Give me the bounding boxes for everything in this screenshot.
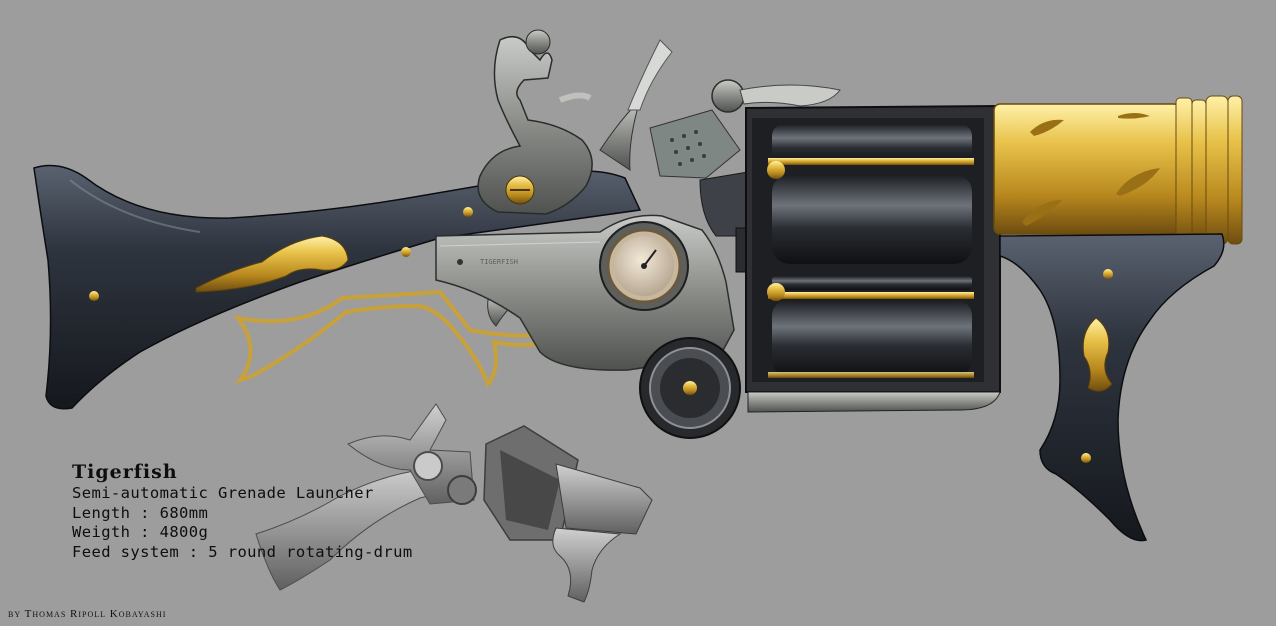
weapon-name: Tigerfish bbox=[72, 461, 178, 483]
grip-ornament bbox=[1082, 317, 1113, 392]
secondary-view-sketch bbox=[255, 403, 653, 603]
stock bbox=[33, 164, 642, 410]
svg-text:TIGERFISH: TIGERFISH bbox=[480, 258, 518, 266]
weapon-length: Length : 680mm bbox=[72, 503, 209, 522]
brass-muzzle bbox=[993, 95, 1243, 245]
front-grip bbox=[999, 233, 1225, 542]
weapon-specs: Tigerfish Semi-automatic Grenade Launche… bbox=[72, 460, 413, 562]
crank-wheel bbox=[639, 337, 741, 439]
stock-ornament bbox=[195, 235, 349, 293]
trigger-guard bbox=[233, 289, 638, 388]
pressure-gauge bbox=[599, 221, 689, 311]
weapon-feed-system: Feed system : 5 round rotating-drum bbox=[72, 542, 413, 561]
weapon-weight: Weigth : 4800g bbox=[72, 523, 209, 541]
main-weapon: TIGERFISH bbox=[33, 29, 1243, 542]
weapon-type: Semi-automatic Grenade Launcher bbox=[72, 484, 374, 502]
rotating-drum bbox=[767, 124, 974, 378]
hammer bbox=[477, 35, 593, 215]
artist-credit: by Thomas Ripoll Kobayashi bbox=[8, 608, 167, 620]
